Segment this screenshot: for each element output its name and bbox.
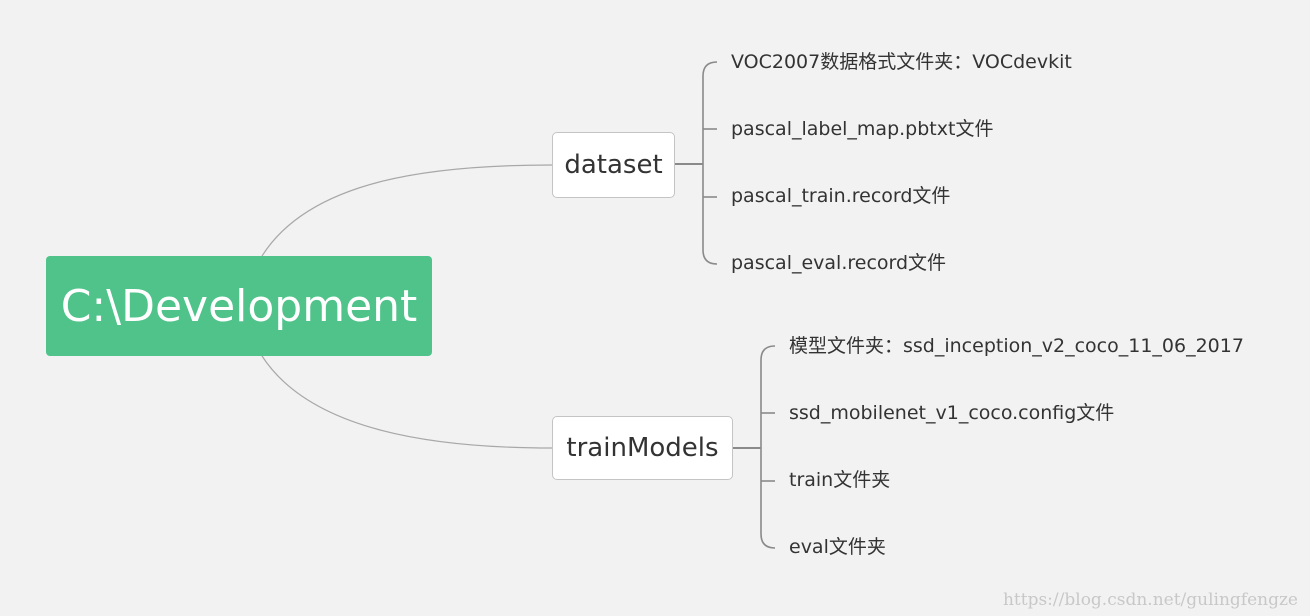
leaf-dataset-eval-record[interactable]: pascal_eval.record文件 bbox=[731, 252, 947, 274]
connector-root-trainmodels bbox=[261, 355, 553, 449]
branch-label-dataset: dataset bbox=[564, 150, 663, 180]
branch-node-dataset[interactable]: dataset bbox=[552, 132, 675, 198]
branch-label-trainmodels: trainModels bbox=[566, 433, 719, 463]
leaf-trainmodels-train-folder[interactable]: train文件夹 bbox=[789, 469, 891, 491]
leaf-dataset-train-record[interactable]: pascal_train.record文件 bbox=[731, 185, 951, 207]
leaf-dataset-label-map[interactable]: pascal_label_map.pbtxt文件 bbox=[731, 118, 994, 140]
leaf-dataset-voc2007[interactable]: VOC2007数据格式文件夹：VOCdevkit bbox=[731, 51, 1072, 73]
root-label: C:\Development bbox=[60, 280, 418, 332]
watermark-url: https://blog.csdn.net/gulingfengze bbox=[1002, 590, 1298, 610]
connector-trainmodels-bracket bbox=[760, 345, 776, 549]
connector-dataset-bracket bbox=[702, 61, 718, 265]
connector-root-dataset bbox=[261, 164, 553, 257]
branch-node-trainmodels[interactable]: trainModels bbox=[552, 416, 733, 480]
root-node[interactable]: C:\Development bbox=[46, 256, 432, 356]
leaf-trainmodels-model-folder[interactable]: 模型文件夹：ssd_inception_v2_coco_11_06_2017 bbox=[789, 335, 1244, 357]
leaf-trainmodels-config[interactable]: ssd_mobilenet_v1_coco.config文件 bbox=[789, 402, 1115, 424]
leaf-trainmodels-eval-folder[interactable]: eval文件夹 bbox=[789, 536, 886, 558]
